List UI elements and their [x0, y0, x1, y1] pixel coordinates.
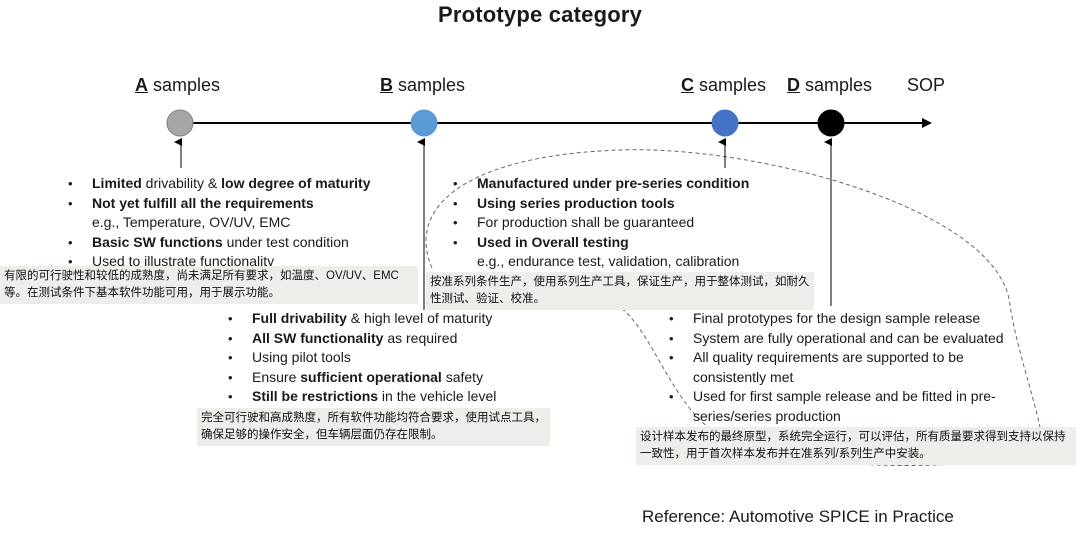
bullet-text: in the vehicle level [378, 388, 497, 404]
bullet-item: Full drivability & high level of maturit… [224, 309, 554, 329]
d-samples-bullets: Final prototypes for the design sample r… [665, 309, 1040, 426]
stage-label-sop: SOP [907, 75, 946, 95]
bullet-text: drivability & [141, 175, 222, 191]
marker-c [711, 109, 739, 137]
bullet-item: e.g., endurance test, validation, calibr… [449, 252, 789, 272]
reference-text: Reference: Automotive SPICE in Practice [642, 507, 954, 526]
a-samples-note: 有限的可行驶性和较低的成熟度，尚未满足所有要求，如温度、OV/UV、EMC等。在… [0, 266, 418, 304]
bullet-subtext: e.g., endurance test, validation, calibr… [477, 253, 740, 269]
bullet-text: System are fully operational and can be … [693, 329, 1004, 346]
stage-letter-b: B [380, 75, 393, 95]
bullet-item: All quality requirements are supported t… [665, 348, 1040, 387]
b-samples-note: 完全可行驶和高成熟度，所有软件功能均符合要求，使用试点工具，确保足够的操作安全，… [197, 408, 550, 446]
stage-text-a: samples [148, 75, 221, 95]
bullet-bold-text: Manufactured under pre-series condition [477, 175, 750, 191]
bullet-item: Final prototypes for the design sample r… [665, 309, 1040, 329]
marker-d [817, 109, 845, 137]
bullet-item: Not yet fulfill all the requirements [64, 194, 424, 214]
stage-text-d: samples [800, 75, 873, 95]
bullet-text: under test condition [222, 233, 349, 250]
bullet-item: Basic SW functions under test condition [64, 233, 424, 253]
bullet-item: Manufactured under pre-series condition [449, 174, 789, 194]
bullet-text: Used for first sample release and be fit… [693, 388, 996, 424]
marker-a [166, 109, 194, 137]
stage-letter-d: D [787, 75, 800, 95]
bullet-text: as required [383, 329, 458, 346]
bullet-text: All quality requirements are supported t… [693, 349, 964, 385]
bullet-bold-text: Limited [92, 175, 142, 191]
bullet-item: All SW functionality as required [224, 329, 554, 349]
bullet-item: Using series production tools [449, 194, 789, 214]
bullet-item: Used in Overall testing [449, 233, 789, 253]
bullet-item: Limited drivability & low degree of matu… [64, 174, 424, 194]
c-samples-note: 按准系列条件生产，使用系列生产工具，保证生产，用于整体测试，如耐久性测试、验证、… [426, 272, 814, 310]
stage-label-b: B samples [380, 75, 465, 96]
bullet-bold-text: Basic SW functions [92, 233, 223, 250]
bullet-text: safety [441, 368, 484, 385]
bullet-item: For production shall be guaranteed [449, 213, 789, 233]
bullet-item: System are fully operational and can be … [665, 329, 1040, 349]
bullet-item: Using pilot tools [224, 348, 554, 368]
stage-text-b: samples [393, 75, 466, 95]
stage-label-d: D samples [787, 75, 872, 96]
bullet-text: Using pilot tools [252, 349, 351, 365]
d-samples-note: 设计样本发布的最终原型，系统完全运行，可以评估，所有质量要求得到支持以保持一致性… [636, 427, 1076, 465]
diagram-title: Prototype category [437, 2, 643, 27]
marker-b [410, 109, 438, 137]
bullet-item: e.g., Temperature, OV/UV, EMC [64, 213, 424, 233]
stage-text-c: samples [694, 75, 767, 95]
bullet-text: Ensure [252, 368, 301, 385]
bullet-bold-text: Not yet fulfill all the requirements [92, 194, 314, 211]
a-samples-bullets: Limited drivability & low degree of matu… [64, 174, 424, 272]
bullet-item: Used for first sample release and be fit… [665, 387, 1040, 426]
stage-label-c: C samples [681, 75, 766, 96]
bullet-bold-text: Using series production tools [477, 194, 675, 211]
bullet-bold-text: Used in Overall testing [477, 233, 629, 250]
stage-letter-a: A [135, 75, 148, 95]
stage-label-a: A samples [135, 75, 220, 96]
bullet-bold-text: Full drivability [252, 310, 347, 326]
bullet-item: Used to illustrate functionality [64, 252, 424, 272]
bullet-item: Still be restrictions in the vehicle lev… [224, 387, 554, 407]
bullet-bold-text: All SW functionality [252, 329, 384, 346]
b-samples-bullets: Full drivability & high level of maturit… [224, 309, 554, 407]
bullet-bold-text: sufficient operational [300, 368, 442, 385]
bullet-subtext: e.g., Temperature, OV/UV, EMC [92, 214, 291, 230]
bullet-bold-text: low degree of maturity [221, 175, 371, 191]
bullet-item: Ensure sufficient operational safety [224, 368, 554, 388]
stage-letter-c: C [681, 75, 694, 95]
bullet-text: & high level of maturity [346, 310, 493, 326]
bullet-text: Final prototypes for the design sample r… [693, 310, 981, 326]
bullet-text: For production shall be guaranteed [477, 214, 695, 230]
bullet-text: Used to illustrate functionality [92, 253, 275, 269]
bullet-bold-text: Still be restrictions [252, 388, 379, 404]
c-samples-bullets: Manufactured under pre-series conditionU… [449, 174, 789, 272]
